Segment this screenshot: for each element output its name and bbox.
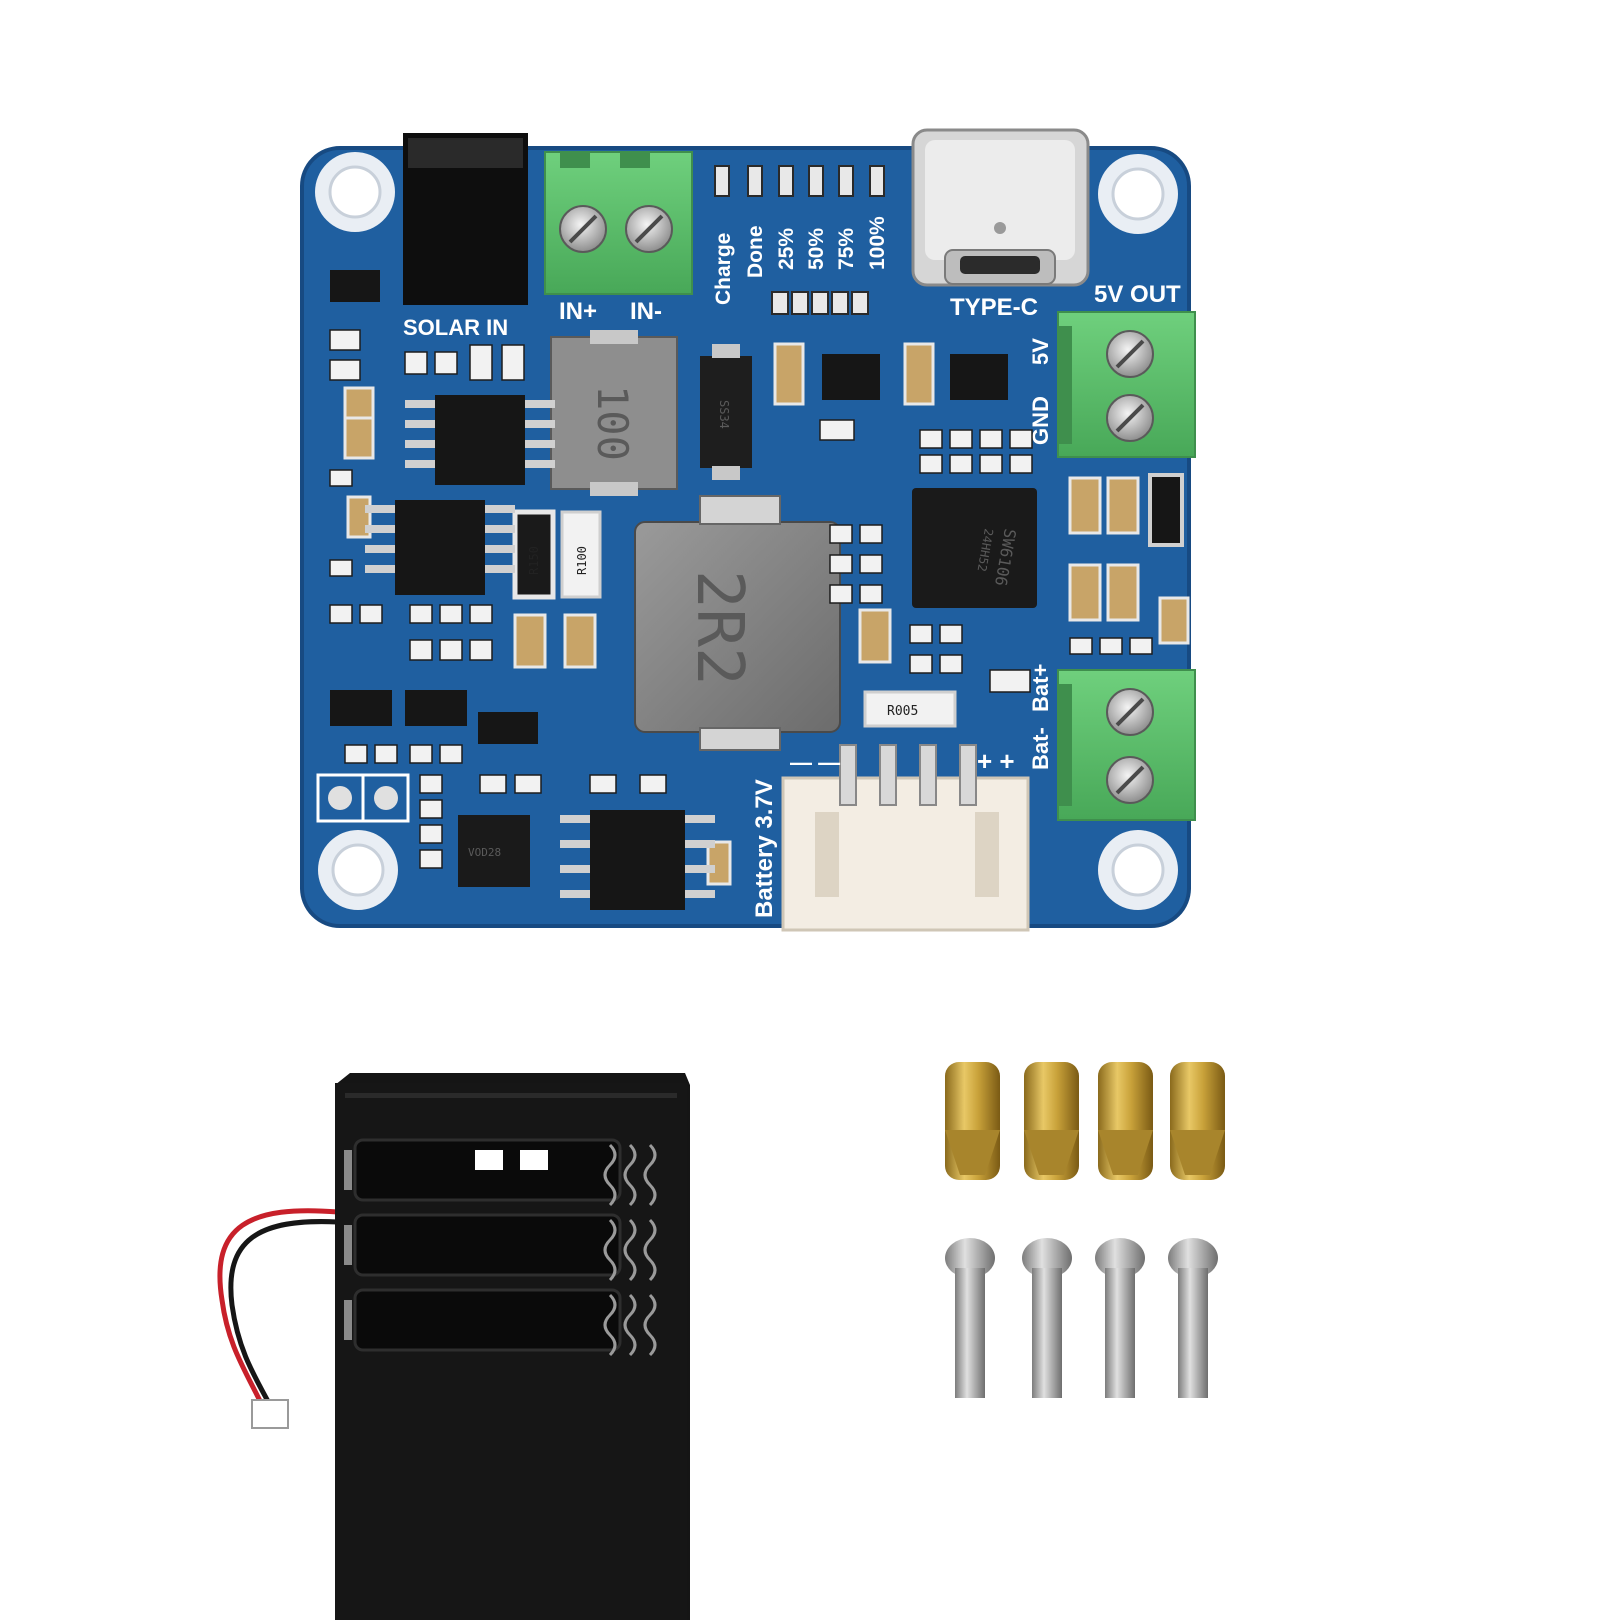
battery-wire-black [228, 1219, 339, 1407]
in-plus-label: IN+ [559, 298, 597, 325]
mounting-hole-top-right [1098, 154, 1178, 234]
bat-minus-label: Bat- [1028, 727, 1053, 770]
ic-sot-a [822, 354, 880, 400]
steel-screws [945, 1238, 1218, 1398]
cell-slot-3 [353, 1288, 622, 1352]
led-row-bottom [771, 291, 869, 315]
5v-pin-label: 5V [1028, 338, 1053, 365]
ic-soic-b [395, 500, 485, 595]
diode-marking: SS34 [717, 400, 731, 429]
inductor-small-marking: 100 [588, 385, 637, 461]
screw [1168, 1238, 1218, 1398]
plus-signs-label: + + [977, 746, 1015, 776]
led-label-done: Done [744, 226, 767, 279]
battery-holder [217, 1073, 690, 1620]
led-label-100: 100% [866, 216, 889, 270]
led-label-50: 50% [805, 228, 828, 270]
smd-passives [329, 329, 1153, 869]
inductor-large: 2R2 [634, 495, 841, 751]
battery-terminal [1057, 669, 1196, 821]
mounting-hole-bottom-left [318, 830, 398, 910]
led-label-75: 75% [835, 228, 858, 270]
battery-wire-red [217, 1208, 339, 1407]
minus-signs-label: — — [790, 750, 840, 775]
resistor-r150: R150 [512, 509, 556, 600]
inductor-large-marking: 2R2 [682, 570, 756, 686]
ic-sot-c [330, 690, 392, 726]
brass-standoff [945, 1062, 1000, 1180]
led-labels: Charge Done 25% 50% 75% 100% [712, 216, 889, 305]
ic-pins [365, 400, 715, 898]
in-minus-label: IN- [630, 298, 662, 325]
brass-standoffs [945, 1062, 1225, 1180]
bat-plus-label: Bat+ [1028, 664, 1053, 712]
screw [945, 1238, 995, 1398]
resistor-r100: R100 [560, 510, 602, 599]
screw [1022, 1238, 1072, 1398]
capacitors [343, 342, 1190, 886]
led-label-charge: Charge [712, 233, 735, 305]
test-pads [316, 773, 410, 823]
ic-sot-e [478, 712, 538, 744]
resistor-r100-marking: R100 [575, 546, 589, 575]
solar-dc-jack [403, 133, 528, 305]
battery-jst-connector [781, 744, 1030, 932]
led-row-top [714, 165, 885, 197]
ic-soic-c [590, 810, 685, 910]
chip-sw6106: SW6106 24HH52 [912, 488, 1037, 608]
brass-standoff [1024, 1062, 1079, 1180]
resistor-r150-marking: R150 [527, 546, 541, 575]
ic-soic-a [435, 395, 525, 485]
mounting-hole-top-left [315, 152, 395, 232]
resistor-r005: R005 [863, 690, 957, 728]
inductor-small: 100 [550, 330, 678, 496]
cell-slot-2 [353, 1213, 622, 1277]
battery-label: Battery 3.7V [751, 779, 778, 918]
ic-sot-d [405, 690, 467, 726]
brass-standoff [1098, 1062, 1153, 1180]
5v-out-label: 5V OUT [1094, 281, 1181, 308]
brass-standoff [1170, 1062, 1225, 1180]
solar-in-label: SOLAR IN [403, 315, 508, 340]
usb-type-c-connector [911, 128, 1090, 287]
type-c-label: TYPE-C [950, 294, 1038, 321]
screw [1095, 1238, 1145, 1398]
diode-small [1148, 473, 1184, 547]
battery-springs [603, 1143, 657, 1357]
mounting-hole-bottom-right [1098, 830, 1178, 910]
led-label-25: 25% [775, 228, 798, 270]
ic-sot-b [950, 354, 1008, 400]
solar-input-terminal [544, 151, 693, 295]
ic-sot-f [330, 270, 380, 302]
diode-ss34: SS34 [700, 344, 752, 480]
resistor-r005-marking: R005 [887, 704, 918, 719]
battery-plug [251, 1399, 289, 1429]
solar-power-board: SOLAR IN IN+ IN- Charge Done 25% 50% 75%… [300, 128, 1196, 932]
5v-output-terminal [1057, 311, 1196, 458]
ic-qfn-small: VOD28 [458, 815, 530, 887]
qfn-marking: VOD28 [468, 846, 501, 859]
